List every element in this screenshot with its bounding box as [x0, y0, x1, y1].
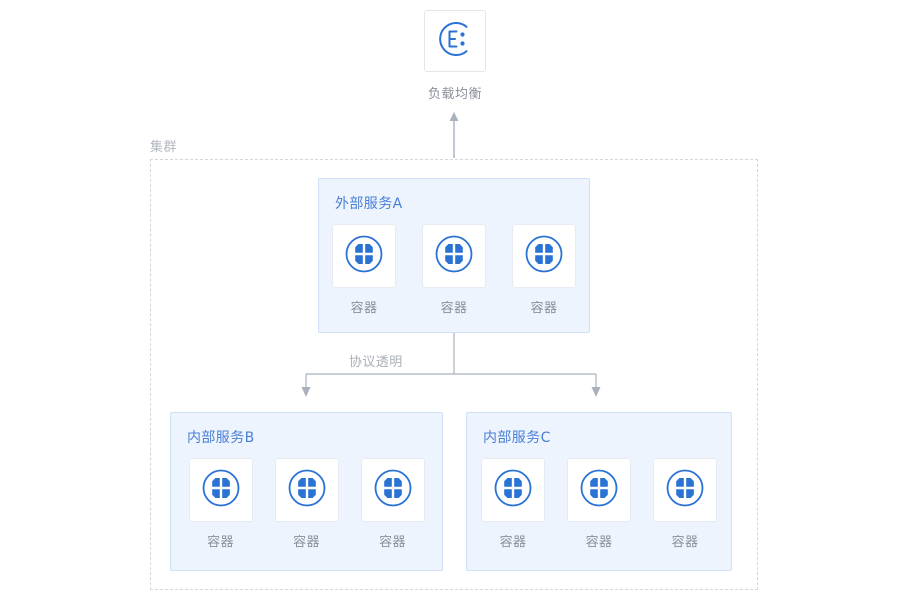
service-panel-external-a[interactable]: 外部服务A 容器 — [318, 178, 590, 333]
container-icon — [343, 233, 385, 279]
container-label: 容器 — [671, 535, 699, 550]
service-panel-internal-c[interactable]: 内部服务C 容器 — [466, 412, 732, 571]
container-tile[interactable]: 容器 — [479, 458, 547, 550]
container-icon — [664, 467, 706, 513]
load-balancer-label: 负载均衡 — [427, 87, 482, 102]
container-list-internal-c: 容器 容器 — [467, 458, 731, 550]
cluster-label: 集群 — [150, 140, 178, 155]
service-title-internal-b: 内部服务B — [187, 430, 255, 446]
protocol-transparent-label: 协议透明 — [349, 355, 403, 370]
service-panel-internal-b[interactable]: 内部服务B 容器 — [170, 412, 443, 571]
container-tile[interactable]: 容器 — [187, 458, 255, 550]
container-list-internal-b: 容器 容器 — [171, 458, 442, 550]
container-icon-box[interactable] — [653, 458, 717, 522]
container-label: 容器 — [440, 301, 468, 316]
container-label: 容器 — [350, 301, 378, 316]
container-tile[interactable]: 容器 — [330, 224, 398, 316]
container-icon — [578, 467, 620, 513]
load-balancer-icon — [433, 17, 477, 65]
container-tile[interactable]: 容器 — [565, 458, 633, 550]
container-icon-box[interactable] — [481, 458, 545, 522]
load-balancer-icon-box[interactable] — [424, 10, 486, 72]
cluster-boundary — [150, 159, 758, 590]
container-icon-box[interactable] — [332, 224, 396, 288]
load-balancer-node[interactable]: 负载均衡 — [423, 10, 487, 102]
container-tile[interactable]: 容器 — [420, 224, 488, 316]
container-icon — [286, 467, 328, 513]
container-icon-box[interactable] — [188, 458, 253, 522]
container-icon — [372, 467, 414, 513]
container-tile[interactable]: 容器 — [510, 224, 578, 316]
container-icon-box[interactable] — [422, 224, 486, 288]
container-icon — [200, 467, 242, 513]
container-icon-box[interactable] — [567, 458, 631, 522]
container-list-external-a: 容器 容器 — [319, 224, 589, 316]
container-label: 容器 — [207, 535, 234, 550]
container-label: 容器 — [379, 535, 406, 550]
container-icon — [433, 233, 475, 279]
container-label: 容器 — [499, 535, 527, 550]
container-icon-box[interactable] — [360, 458, 425, 522]
container-icon — [523, 233, 565, 279]
container-tile[interactable]: 容器 — [651, 458, 719, 550]
container-label: 容器 — [585, 535, 613, 550]
container-label: 容器 — [530, 301, 558, 316]
container-tile[interactable]: 容器 — [273, 458, 341, 550]
container-icon-box[interactable] — [512, 224, 576, 288]
container-icon — [492, 467, 534, 513]
container-tile[interactable]: 容器 — [359, 458, 427, 550]
container-label: 容器 — [293, 535, 320, 550]
service-title-external-a: 外部服务A — [335, 196, 403, 212]
container-icon-box[interactable] — [274, 458, 339, 522]
service-title-internal-c: 内部服务C — [483, 430, 551, 446]
